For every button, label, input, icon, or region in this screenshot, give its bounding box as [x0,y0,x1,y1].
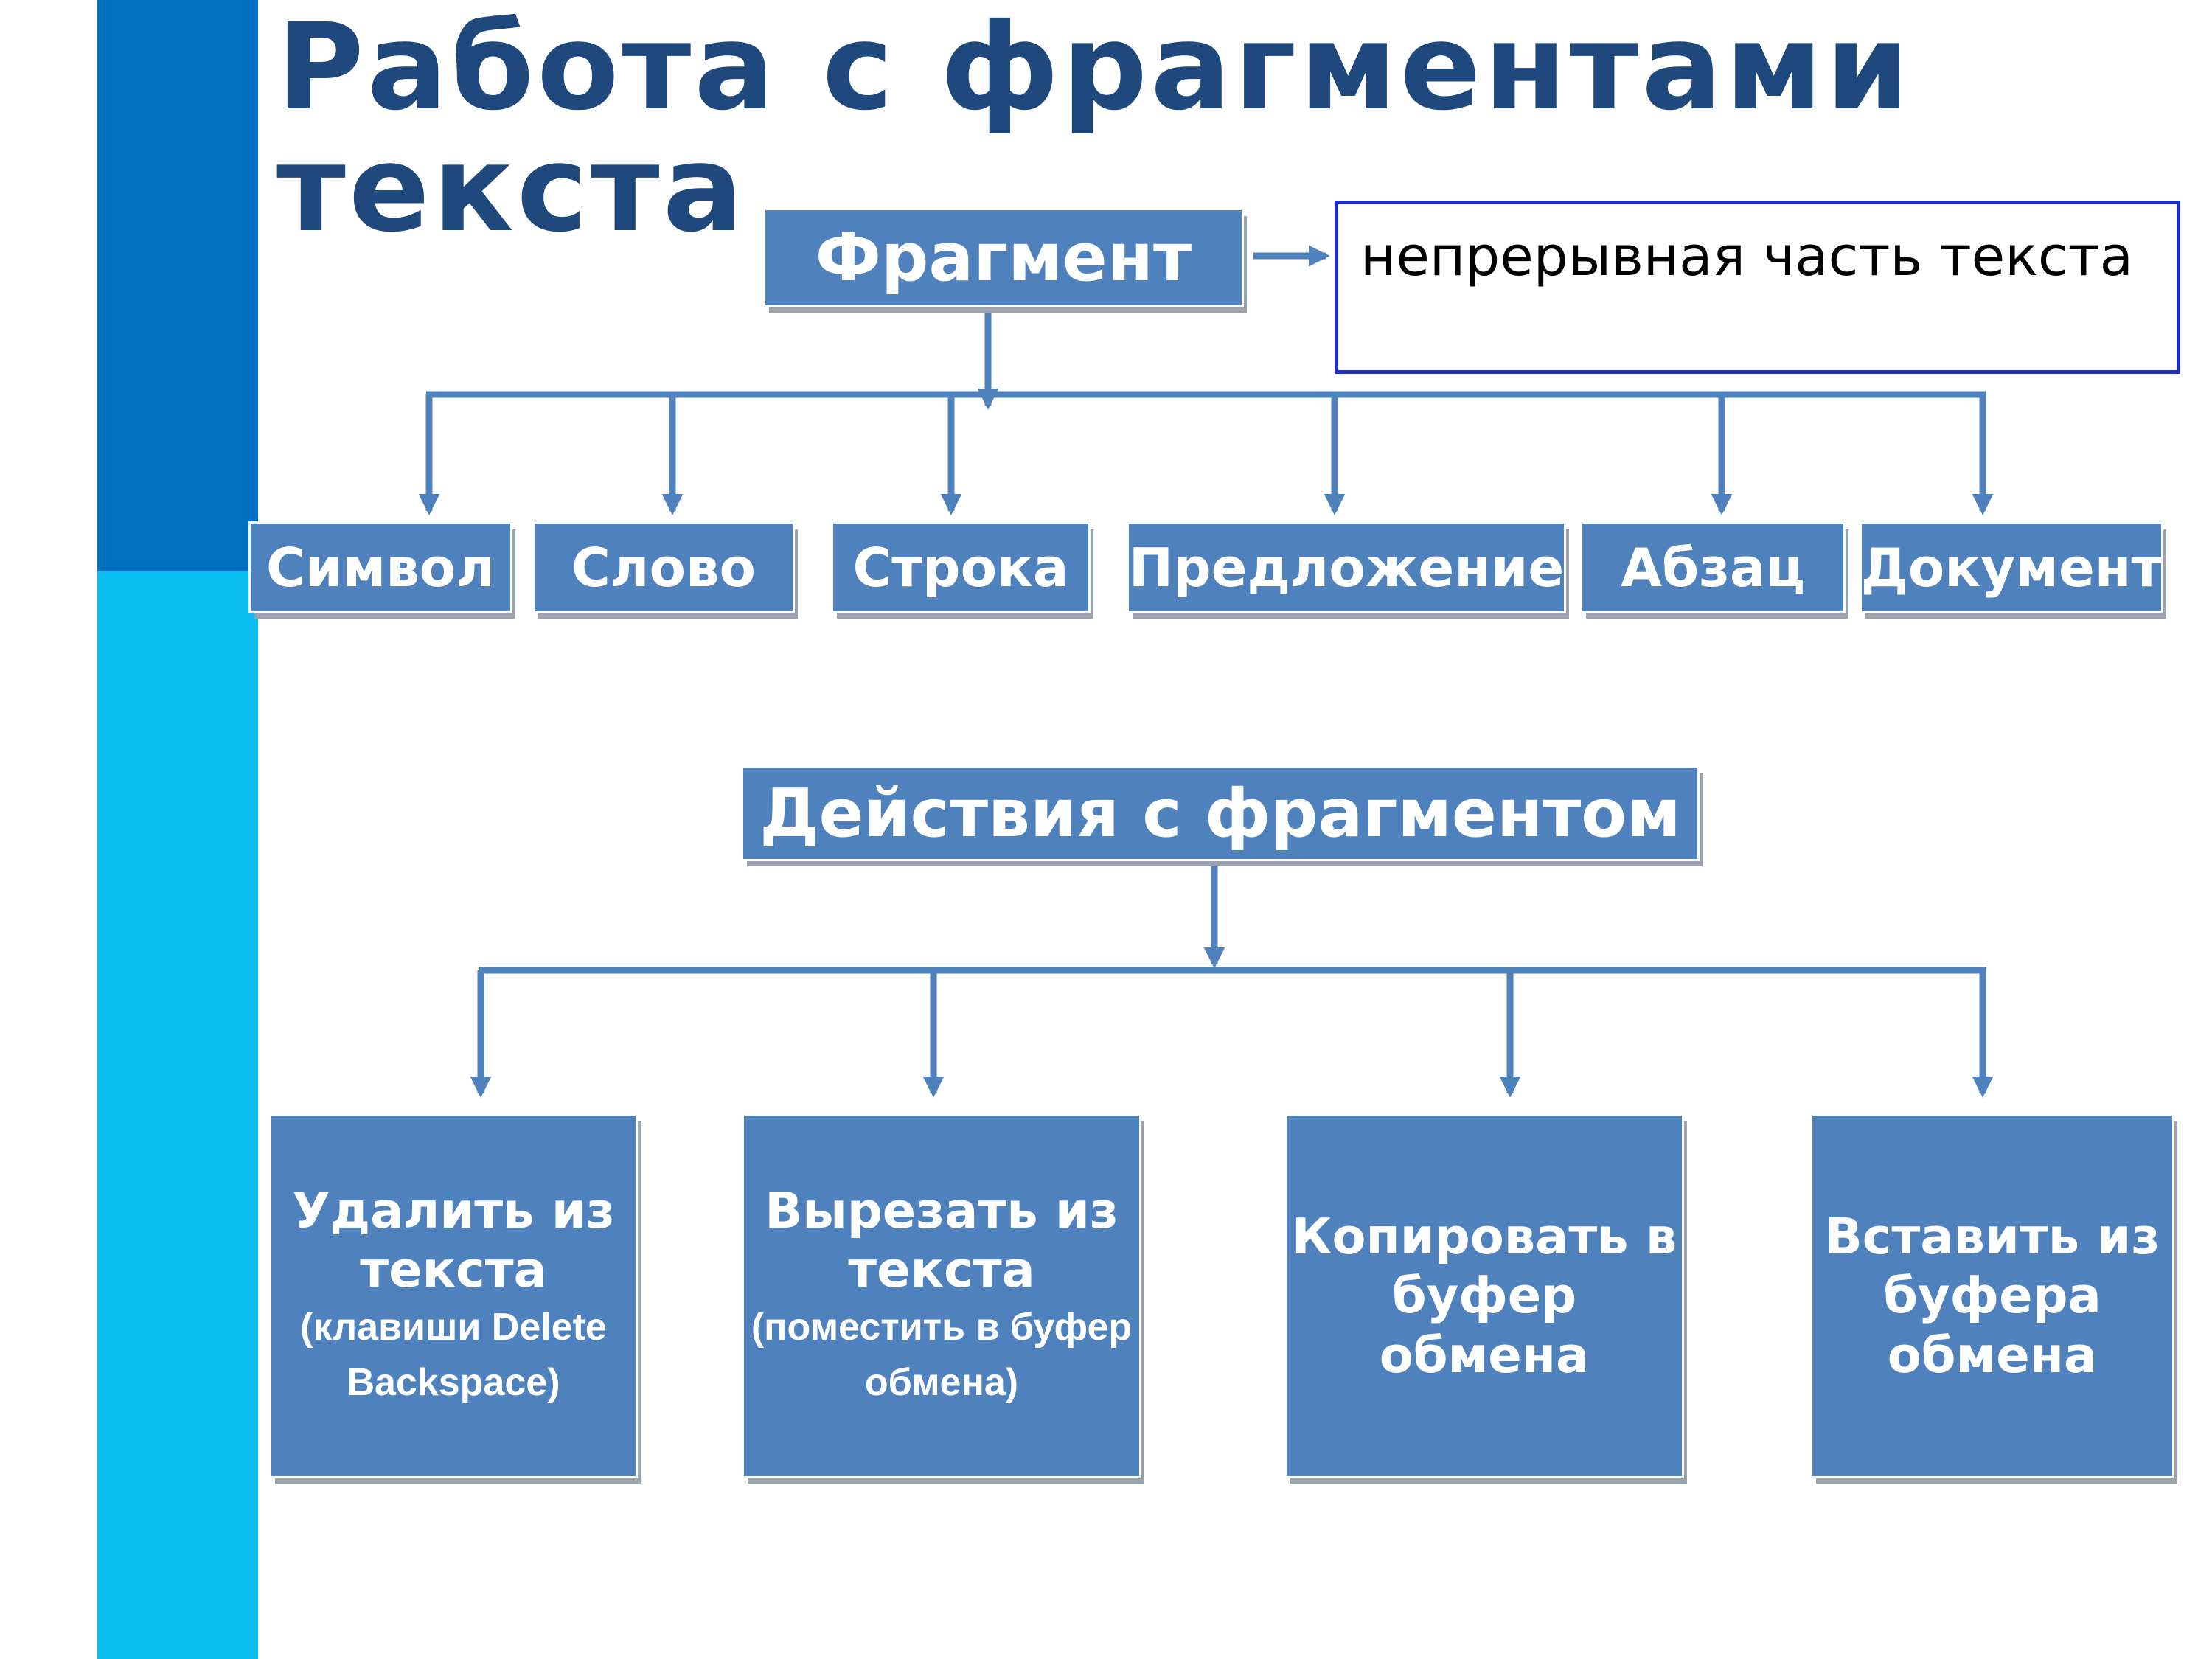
action-main: Удалить из текста [292,1181,615,1299]
sidebar-accent-light [97,571,258,1659]
page-title: Работа с фрагментами текста [276,0,1913,259]
type-word: Слово [532,521,795,613]
action-main: Вставить из буфера обмена [1824,1207,2160,1384]
definition-box: непрерывная часть текста [1335,201,2180,374]
action-sub: (клавиши Delete Backspace) [300,1305,607,1404]
action-cut: Вырезать из текста (поместить в буфер об… [742,1113,1141,1478]
sidebar-accent-dark [97,0,258,571]
fragment-box: Фрагмент [763,208,1244,307]
type-symbol: Символ [248,521,512,613]
type-label: Абзац [1621,536,1805,599]
type-label: Слово [571,536,757,599]
type-line: Строка [831,521,1091,613]
action-sub: (поместить в буфер обмена) [751,1305,1133,1404]
type-label: Документ [1860,536,2163,599]
type-sentence: Предложение [1127,521,1566,613]
type-label: Символ [266,536,495,599]
type-paragraph: Абзац [1580,521,1846,613]
type-label: Предложение [1128,536,1565,599]
type-label: Строка [852,536,1069,599]
action-delete: Удалить из текста (клавиши Delete Backsp… [269,1113,638,1478]
actions-box: Действия с фрагментом [741,765,1700,861]
action-copy: Копировать в буфер обмена [1284,1113,1684,1478]
type-document: Документ [1860,521,2163,613]
action-paste: Вставить из буфера обмена [1810,1113,2174,1478]
fragment-label: Фрагмент [815,219,1192,296]
action-main: Копировать в буфер обмена [1291,1207,1677,1384]
action-main: Вырезать из текста [765,1181,1119,1299]
actions-label: Действия с фрагментом [759,774,1681,852]
